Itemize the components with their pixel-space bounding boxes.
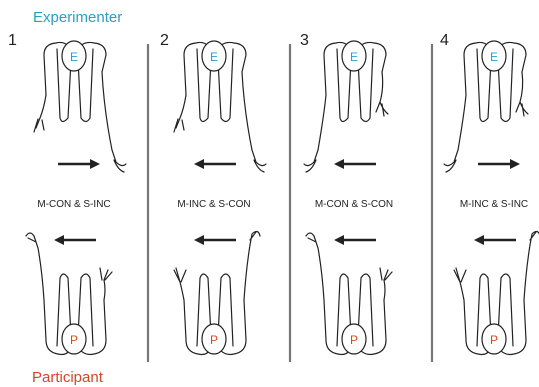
experimenter-right-arm <box>376 72 388 116</box>
experimenter-head-letter: E <box>210 50 218 64</box>
experimenter-right-arm <box>242 72 266 172</box>
participant-left-arm <box>454 268 466 300</box>
participant-left-arm <box>26 233 44 300</box>
participant-movement-arrow <box>474 235 516 245</box>
experimenter-head-letter: E <box>70 50 78 64</box>
participant-movement-arrow <box>334 235 376 245</box>
participant-right-arm <box>524 231 539 300</box>
condition-label: M-INC & S-CON <box>177 199 250 210</box>
panel-number: 4 <box>440 32 449 49</box>
participant-label: Participant <box>32 369 104 386</box>
participant-left-arm <box>306 233 324 300</box>
participant-head-letter: P <box>70 333 78 347</box>
panel-1: 1E M-CON & S-INC P <box>8 32 126 355</box>
condition-label: M-CON & S-INC <box>37 199 110 210</box>
experimenter-movement-arrow <box>194 159 236 169</box>
panel-3: 3E M-CON & S-CON P <box>300 32 393 355</box>
experimenter-figure <box>34 41 126 172</box>
experimenter-left-arm <box>304 95 326 172</box>
condition-label: M-CON & S-CON <box>315 199 393 210</box>
participant-right-arm <box>380 268 392 300</box>
participant-head-letter: P <box>210 333 218 347</box>
participant-movement-arrow <box>54 235 96 245</box>
panel-2: 2E M-INC & S-CON P <box>160 32 266 355</box>
experimenter-figure <box>444 41 528 172</box>
experimenter-right-arm <box>516 72 528 116</box>
panel-4: 4E M-INC & S-INC P <box>440 32 539 355</box>
experimenter-head-letter: E <box>350 50 358 64</box>
participant-head-letter: P <box>350 333 358 347</box>
panel-number: 1 <box>8 32 17 49</box>
participant-head-letter: P <box>490 333 498 347</box>
panel-number: 3 <box>300 32 309 49</box>
condition-label: M-INC & S-INC <box>460 199 528 210</box>
panels: 1E M-CON & S-INC P 2E M-INC & S-CON P 3E M-CON … <box>8 32 539 355</box>
experimenter-head-letter: E <box>490 50 498 64</box>
experimenter-movement-arrow <box>58 159 100 169</box>
experimenter-left-arm <box>34 95 46 132</box>
experimenter-right-arm <box>102 72 126 172</box>
experimenter-label: Experimenter <box>33 9 122 26</box>
participant-right-arm <box>244 231 260 300</box>
experimenter-left-arm <box>444 95 466 172</box>
experimenter-figure <box>304 41 388 172</box>
participant-movement-arrow <box>194 235 236 245</box>
participant-right-arm <box>100 268 112 300</box>
experimenter-left-arm <box>174 95 186 132</box>
experimenter-movement-arrow <box>334 159 376 169</box>
panel-number: 2 <box>160 32 169 49</box>
experimenter-movement-arrow <box>478 159 520 169</box>
participant-left-arm <box>174 268 186 300</box>
experimenter-figure <box>174 41 266 172</box>
